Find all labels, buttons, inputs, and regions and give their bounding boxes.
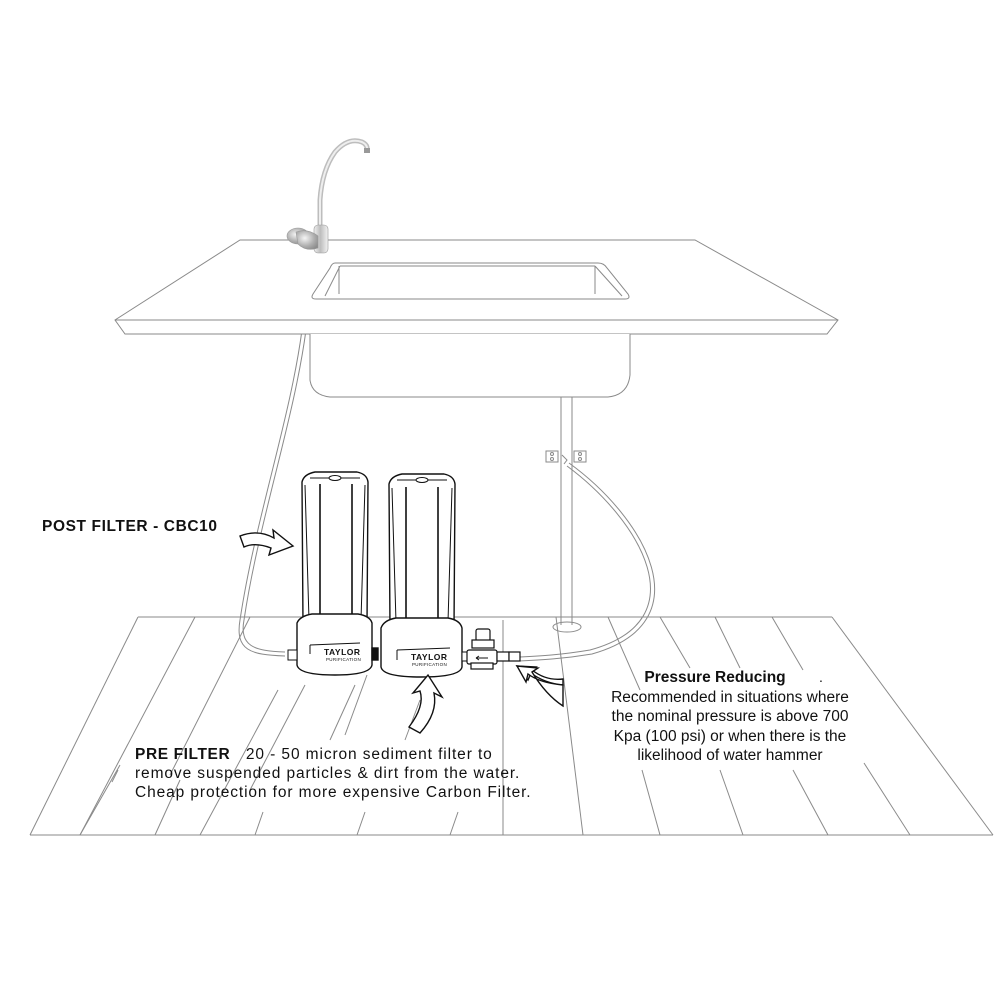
post-filter-housing (287, 471, 379, 676)
pressure-reducing-title: Pressure Reducing (644, 669, 786, 686)
pre-filter-title: PRE FILTER (135, 746, 231, 763)
stray-dot: . (819, 669, 823, 685)
pre-filter-line-1: PRE FILTER 20 - 50 micron sediment filte… (135, 745, 532, 764)
pressure-line-4: likelihood of water hammer (637, 747, 823, 764)
countertop (114, 239, 839, 335)
faucet-tube (238, 329, 307, 657)
pre-filter-housing (380, 473, 468, 678)
drain-pipe (545, 390, 587, 633)
post-filter-label: POST FILTER - CBC10 (42, 518, 218, 535)
pressure-reducing-description: Pressure Reducing Recommended in situati… (580, 668, 880, 766)
post-filter-arrow-icon (239, 528, 295, 557)
post-filter-brand-sub: PURIFICATION (326, 657, 362, 662)
pressure-line-3: Kpa (100 psi) or when there is the (613, 727, 847, 745)
pre-filter-brand: TAYLOR (411, 652, 448, 662)
pressure-reducing-valve (466, 628, 521, 670)
pre-filter-brand-sub: PURIFICATION (412, 662, 448, 667)
pre-filter-text-1: 20 - 50 micron sediment filter to (245, 746, 493, 763)
faucet (286, 138, 370, 254)
pre-filter-arrow-icon (407, 673, 444, 734)
inlet-hose (519, 462, 655, 662)
pressure-valve-arrow-icon (515, 665, 564, 708)
pre-filter-line-2: remove suspended particles & dirt from t… (135, 765, 521, 782)
sink (309, 262, 631, 398)
pre-filter-line-3: Cheap protection for more expensive Carb… (135, 784, 532, 801)
pressure-line-2: the nominal pressure is above 700 (611, 708, 849, 725)
pre-filter-description: PRE FILTER 20 - 50 micron sediment filte… (135, 745, 532, 802)
post-filter-brand: TAYLOR (324, 647, 361, 657)
floor (29, 616, 994, 836)
pressure-line-1: Recommended in situations where (611, 688, 849, 706)
